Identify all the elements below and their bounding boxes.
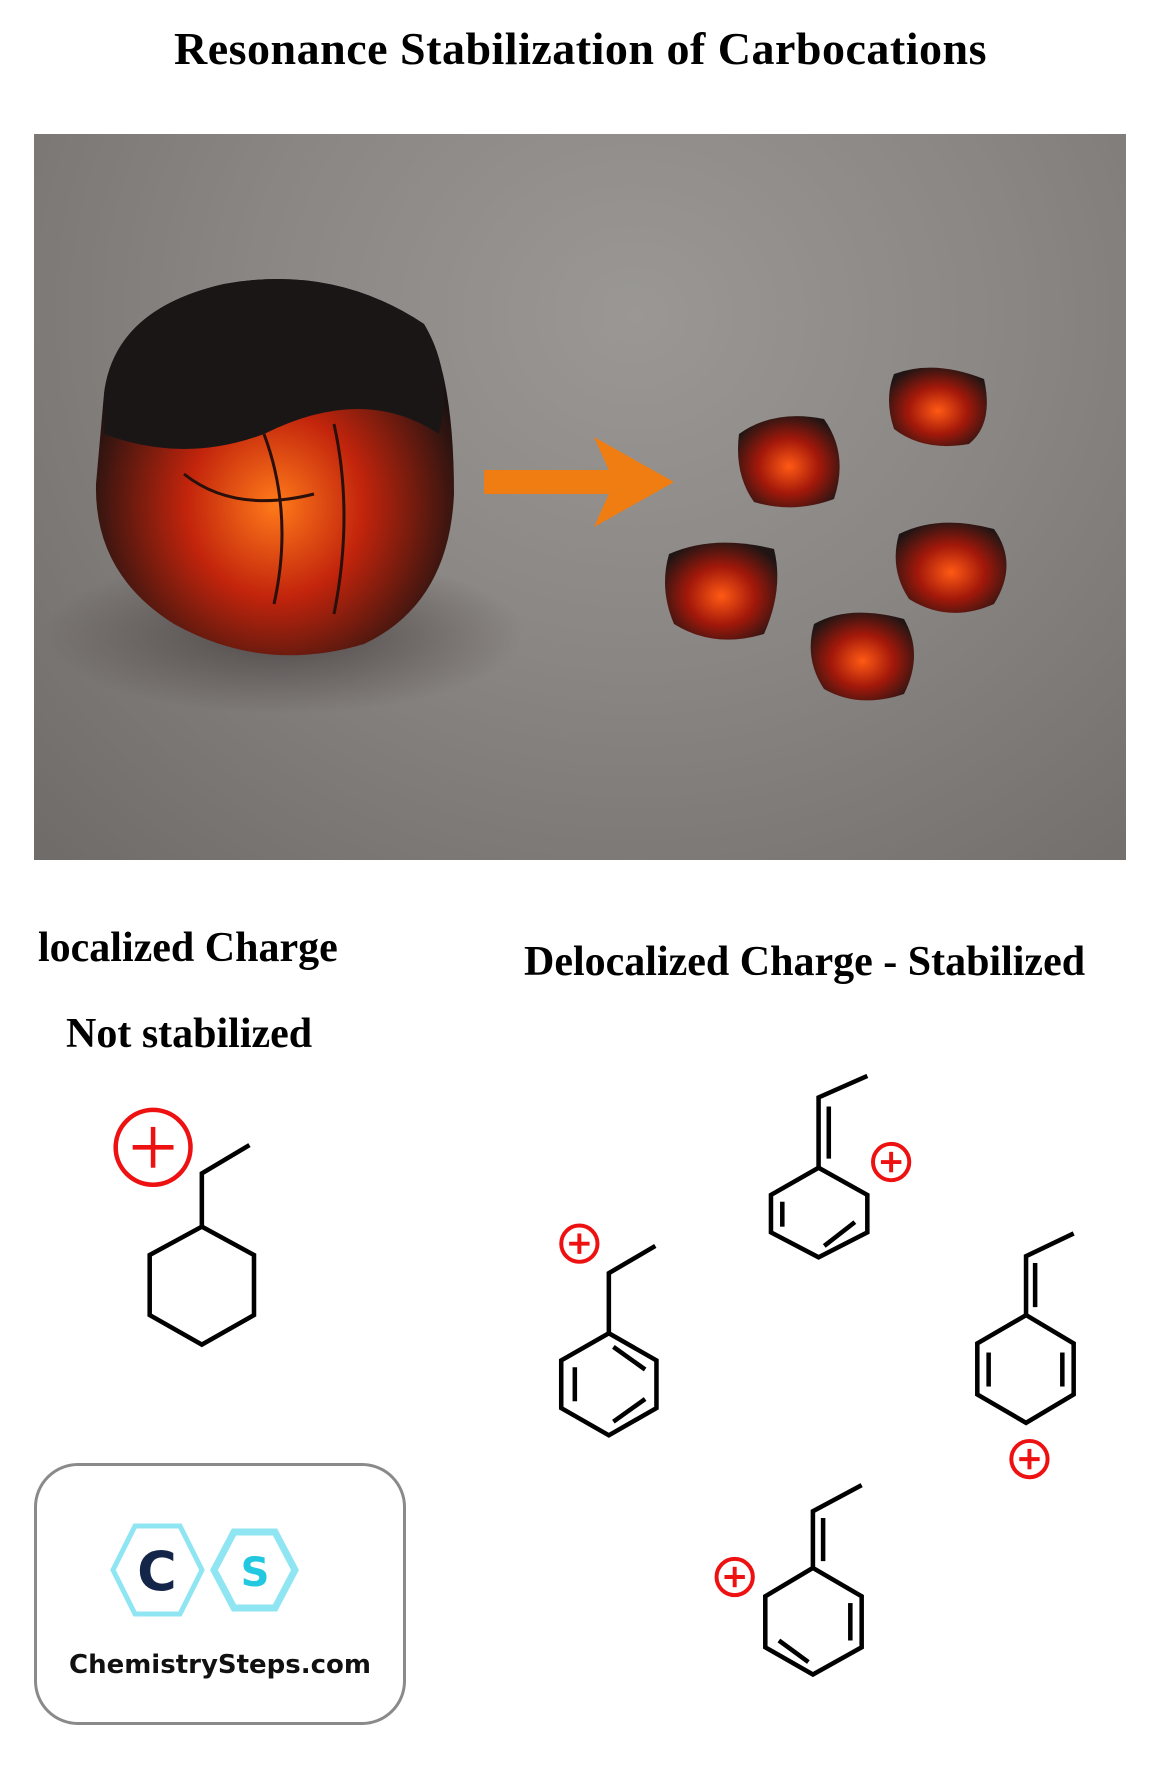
plus-circle-icon bbox=[871, 1141, 912, 1183]
small-charcoal-pieces bbox=[665, 367, 1007, 701]
logo-text: ChemistrySteps.com bbox=[68, 1650, 372, 1680]
chemistrysteps-logo: C S ChemistrySteps.com bbox=[34, 1463, 406, 1725]
plus-circle-icon bbox=[559, 1223, 600, 1264]
plus-circle-icon bbox=[1009, 1438, 1050, 1480]
cs-hexagon-logo-icon: C S bbox=[110, 1523, 299, 1617]
localized-charge-heading: localized Charge bbox=[38, 925, 338, 971]
page-title: Resonance Stabilization of Carbocations bbox=[174, 23, 987, 74]
charcoal-illustration bbox=[44, 279, 1007, 714]
logo-letter-s: S bbox=[241, 1550, 270, 1596]
plus-circle-icon bbox=[714, 1556, 755, 1598]
positive-charge-icons bbox=[113, 1107, 1050, 1598]
plus-circle-icon bbox=[113, 1107, 193, 1187]
logo-letter-c: C bbox=[137, 1540, 177, 1603]
cyclohexyl-carbocation bbox=[147, 1143, 257, 1348]
delocalized-charge-heading: Delocalized Charge - Stabilized bbox=[524, 939, 1086, 985]
not-stabilized-label: Not stabilized bbox=[66, 1011, 313, 1057]
large-charcoal-block bbox=[95, 279, 454, 656]
ortho-resonance-structure bbox=[768, 1073, 870, 1260]
para-resonance-structure bbox=[975, 1231, 1076, 1426]
charcoal-photo bbox=[34, 134, 1126, 860]
ortho2-resonance-structure bbox=[763, 1483, 864, 1678]
arrow-right-icon bbox=[484, 437, 674, 527]
benzyl-carbocation bbox=[558, 1243, 659, 1438]
